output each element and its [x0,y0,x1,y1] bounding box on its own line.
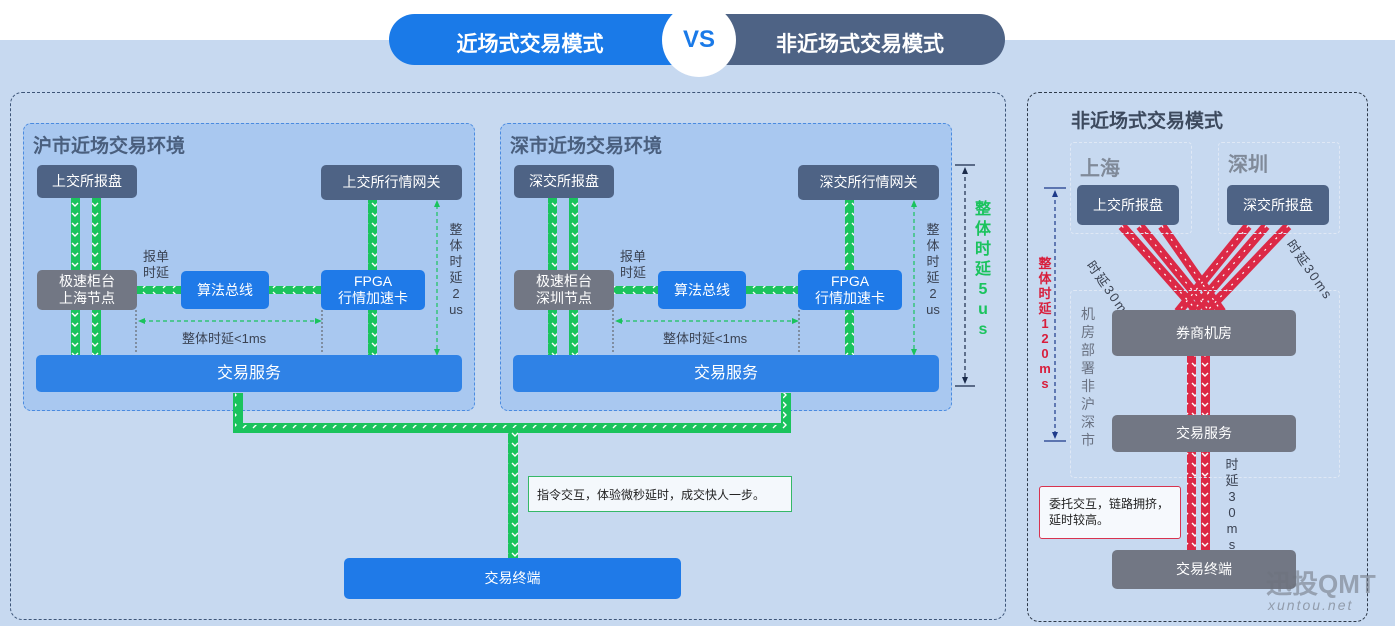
instruction-note: 指令交互，体验微秒延时，成交快人一步。 [528,476,792,512]
room-deploy-note: 机房 部署 非沪 深市 [1081,306,1095,448]
sh-report-delay-line2: 时延 [143,265,170,280]
broker-room-box: 券商机房 [1112,310,1296,356]
sz-algo-bus-box: 算法总线 [658,271,746,309]
shenzhen-label: 深圳 [1228,154,1268,176]
converge-green-link [233,393,791,560]
sz-env-title: 深市近场交易环境 [510,136,663,157]
sz-fpga-box: FPGA 行情加速卡 [798,270,902,310]
warning-line2: 延时较高。 [1049,513,1110,527]
remote-sz-order-box: 深交所报盘 [1227,185,1329,225]
vs-badge: VS [662,3,736,77]
remote-warning-note: 委托交互，链路拥挤， 延时较高。 [1039,486,1181,539]
sh-report-delay-line1: 报单 [143,249,170,264]
sh-cabinet-line1: 极速柜台 [59,273,115,289]
sh-market-gateway-box: 上交所行情网关 [321,165,462,200]
shanghai-zone [1070,142,1192,234]
overall-120ms-bracket [1044,187,1066,442]
sh-cabinet-line2: 上海节点 [59,290,115,306]
near-mode-panel [10,92,1006,620]
header-right-pill [700,14,1005,65]
header-left-pill [389,14,709,65]
delay-measure-arrows [138,200,917,356]
shanghai-label: 上海 [1080,158,1120,180]
remote-sh-order-box: 上交所报盘 [1077,185,1179,225]
shenzhen-zone [1218,142,1340,234]
header-left-title: 近场式交易模式 [456,33,604,56]
sh-env-title: 沪市近场交易环境 [33,136,186,157]
sz-report-delay-line1: 报单 [620,249,647,264]
remote-panel-title: 非近场式交易模式 [1071,111,1224,132]
sh-algo-bus-box: 算法总线 [181,271,269,309]
sh-cabinet-node-box: 极速柜台 上海节点 [37,270,137,310]
sz-cabinet-line2: 深圳节点 [536,290,592,306]
remote-mode-panel [1027,92,1368,622]
sz-report-delay-line2: 时延 [620,265,647,280]
remote-terminal-box: 交易终端 [1112,550,1296,589]
sz-trade-service-bar: 交易服务 [513,355,939,392]
trade-terminal-box: 交易终端 [344,558,681,599]
remote-red-links [1118,222,1292,552]
overall-5us-bracket [955,164,975,387]
sz-cabinet-line1: 极速柜台 [536,273,592,289]
sz-exchange-order-box: 深交所报盘 [514,165,614,198]
vs-label: VS [682,26,715,53]
delay-measure-lines [142,205,915,352]
sh-trade-service-bar: 交易服务 [36,355,462,392]
sz-cabinet-node-box: 极速柜台 深圳节点 [514,270,614,310]
sz-overall-delay-label: 整体时延<1ms [663,331,748,346]
broker-room-zone [1070,290,1340,478]
watermark-url: xuntou.net [1268,597,1354,613]
sh-fpga-box: FPGA 行情加速卡 [321,270,425,310]
sz-fpga-line2: 行情加速卡 [815,290,885,306]
delay-guide-lines [135,310,800,352]
watermark-brand: 迅投QMT [1266,569,1376,599]
sz-market-gateway-box: 深交所行情网关 [798,165,939,200]
sz-report-delay-label: 报单 时延 [620,249,646,281]
sh-fpga-line2: 行情加速卡 [338,290,408,306]
sh-report-delay-label: 报单 时延 [143,249,169,281]
remote-trade-service-box: 交易服务 [1112,415,1296,452]
sh-overall-delay-label: 整体时延<1ms [182,331,267,346]
sz-fpga-line1: FPGA [830,273,870,289]
header-right-title: 非近场式交易模式 [776,33,944,56]
sh-exchange-order-box: 上交所报盘 [37,165,137,198]
warning-line1: 委托交互，链路拥挤， [1049,497,1170,511]
sh-fpga-line1: FPGA [353,273,393,289]
